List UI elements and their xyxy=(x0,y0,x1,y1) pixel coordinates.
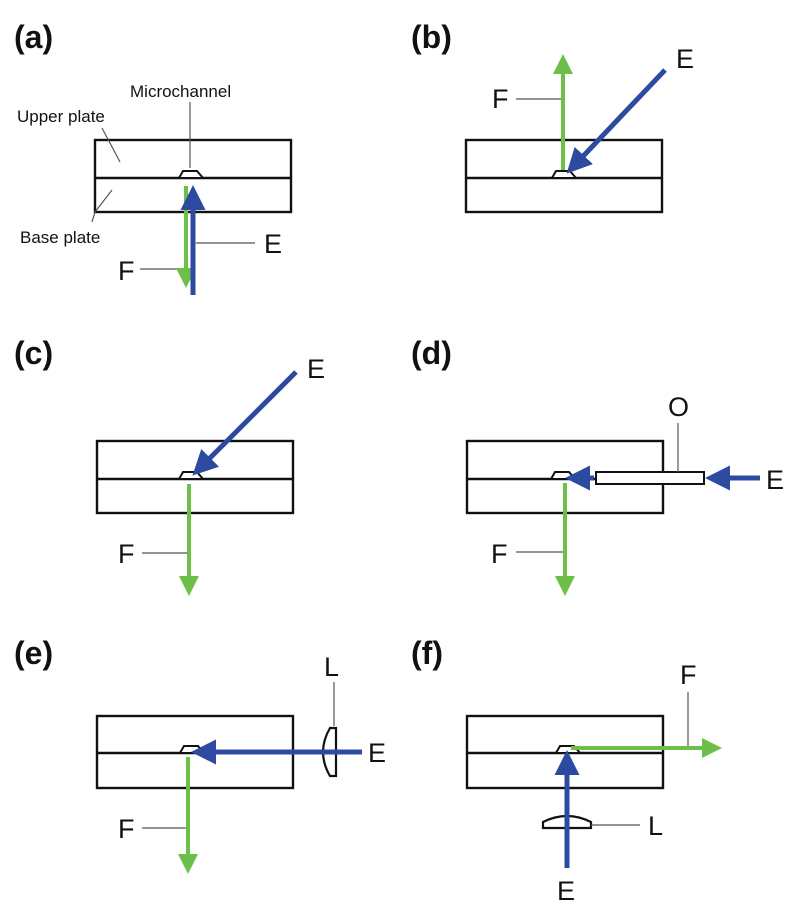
panel-c-excitation-arrow xyxy=(192,370,298,476)
panel-b-letter: (b) xyxy=(411,19,452,55)
panel-f-l-label: L xyxy=(648,811,663,841)
panel-b-microchannel xyxy=(550,170,579,179)
panel-a-microchannel xyxy=(177,170,206,179)
panel-e-f-label: F xyxy=(118,814,135,844)
panel-d-e-label: E xyxy=(766,465,784,495)
panel-b: (b) E F xyxy=(411,19,694,214)
panel-f-letter: (f) xyxy=(411,635,443,671)
panel-a-base-plate-leader xyxy=(91,189,113,223)
panel-d-o-label: O xyxy=(668,392,689,422)
panel-e: (e) L E F xyxy=(14,635,386,874)
panel-a: (a) Microchannel Upper plate Base plate … xyxy=(14,19,293,295)
panel-a-letter: (a) xyxy=(14,19,53,55)
panel-d-optical-fiber xyxy=(595,471,705,485)
panel-a-base-plate-label: Base plate xyxy=(20,228,100,247)
panel-c-f-label: F xyxy=(118,539,135,569)
panel-b-e-label: E xyxy=(676,44,694,74)
panel-a-upper-plate-leader xyxy=(101,127,121,163)
panel-f-f-label: F xyxy=(680,660,697,690)
panel-d: (d) O E F xyxy=(411,335,784,596)
panel-c-chip xyxy=(95,439,295,515)
panel-c: (c) E F xyxy=(14,335,325,596)
panel-f: (f) F L E xyxy=(411,635,722,906)
panel-e-e-label: E xyxy=(368,738,386,768)
panel-e-l-label: L xyxy=(324,652,339,682)
panel-c-e-label: E xyxy=(307,354,325,384)
panel-b-f-label: F xyxy=(492,84,509,114)
panel-c-letter: (c) xyxy=(14,335,53,371)
panel-d-f-label: F xyxy=(491,539,508,569)
panel-c-microchannel xyxy=(177,471,206,480)
panel-b-excitation-arrow xyxy=(566,68,667,174)
panel-a-e-label: E xyxy=(264,229,282,259)
panel-d-letter: (d) xyxy=(411,335,452,371)
panel-a-upper-plate-label: Upper plate xyxy=(17,107,105,126)
panel-a-f-label: F xyxy=(118,256,135,286)
panel-f-e-label: E xyxy=(557,876,575,906)
panel-e-letter: (e) xyxy=(14,635,53,671)
panel-a-microchannel-label: Microchannel xyxy=(130,82,231,101)
